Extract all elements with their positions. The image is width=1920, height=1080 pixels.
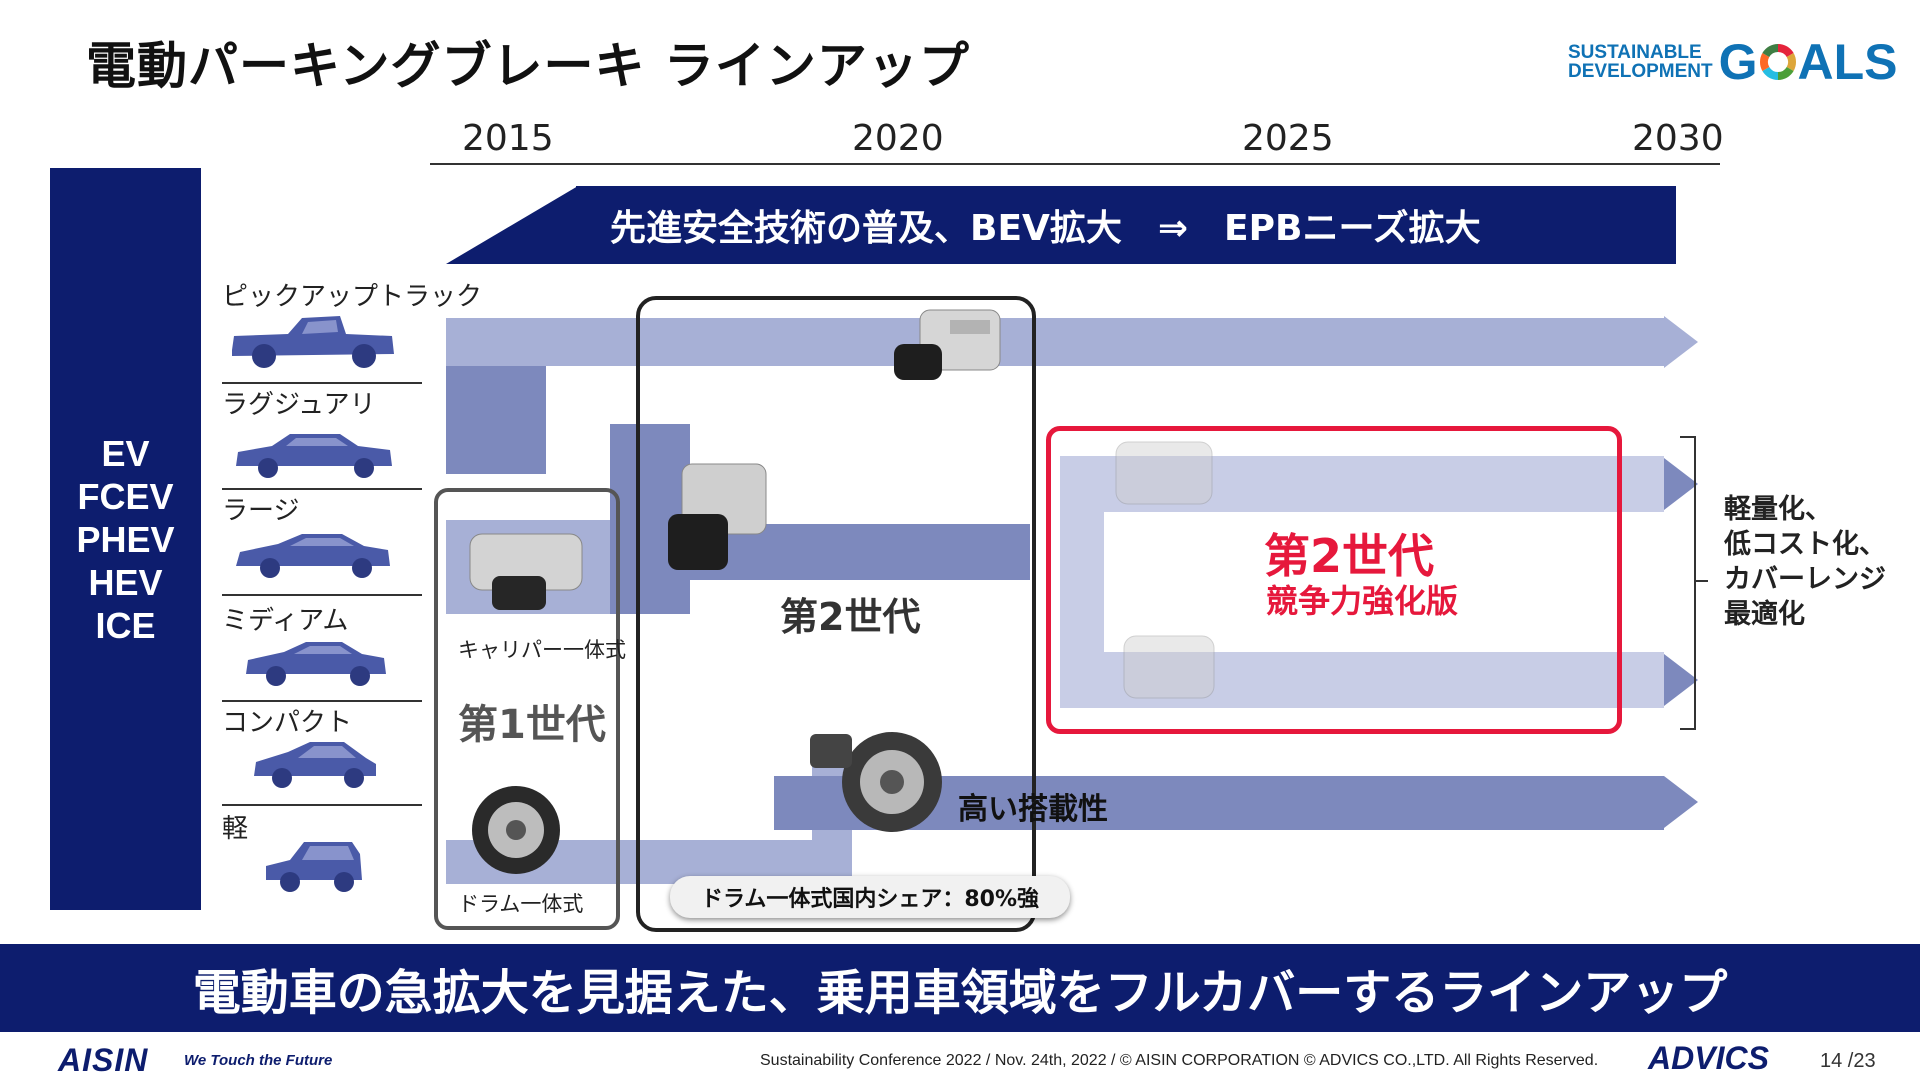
- benefit-bracket: [1680, 436, 1696, 730]
- benefit-bracket-tick: [1694, 580, 1708, 582]
- flow-arrow-upper: [1664, 458, 1698, 510]
- page-title: 電動パーキングブレーキ ラインアップ: [86, 37, 970, 95]
- benefit-item: カバーレンジ: [1724, 564, 1886, 595]
- year-2025: 2025: [1242, 118, 1334, 159]
- caliper-part-icon: [1115, 441, 1213, 505]
- pickup-truck-icon: [232, 316, 394, 368]
- sdg-logo: SUSTAINABLE DEVELOPMENT G ALS: [1568, 34, 1898, 90]
- flow-gen2b-connector: [1060, 512, 1104, 656]
- category-large: ラージ: [222, 496, 300, 526]
- luxury-car-icon: [236, 434, 392, 478]
- flow-gen2b-upper: [1060, 456, 1664, 512]
- flow-arrow-pickup: [1664, 316, 1698, 368]
- powertrain-ev: EV: [101, 432, 150, 474]
- year-2030: 2030: [1632, 118, 1724, 159]
- gen1-box: [434, 488, 620, 930]
- caliper-part-icon: [894, 309, 1001, 380]
- gen2b-label: 第2世代: [1264, 529, 1435, 583]
- gen2-label: 第2世代: [780, 595, 921, 639]
- gen1-label: 第1世代: [458, 702, 606, 748]
- flow-connector: [446, 366, 486, 474]
- gen2b-sub-label: 競争力強化版: [1266, 582, 1459, 620]
- drum-share-badge: ドラム一体式国内シェア：80%強: [670, 876, 1070, 918]
- category-pickup: ピックアップトラック: [222, 282, 483, 312]
- copyright-text: Sustainability Conference 2022 / Nov. 24…: [760, 1052, 1599, 1069]
- trend-banner: 先進安全技術の普及、BEV拡大 ⇒ EPBニーズ拡大: [576, 186, 1676, 264]
- kei-car-icon: [266, 842, 362, 892]
- flow-arrow-kei: [1664, 776, 1698, 828]
- year-2020: 2020: [852, 118, 944, 159]
- gen2b-box: [1046, 426, 1622, 734]
- category-divider: [222, 700, 422, 702]
- benefit-item: 最適化: [1724, 599, 1805, 630]
- aisin-tagline: We Touch the Future: [184, 1052, 333, 1069]
- powertrain-hev: HEV: [88, 561, 163, 603]
- timeline-axis: [430, 163, 1720, 165]
- medium-car-icon: [246, 642, 386, 686]
- sdg-wheel-icon: [1759, 43, 1796, 81]
- powertrain-fcev: FCEV: [77, 475, 174, 517]
- page-number: 14 /23: [1820, 1050, 1876, 1072]
- large-car-icon: [236, 534, 390, 578]
- aisin-logo: AISIN: [58, 1042, 149, 1078]
- powertrain-list: EV FCEV PHEV HEV ICE: [50, 168, 201, 910]
- powertrain-phev: PHEV: [76, 518, 175, 560]
- category-divider: [222, 804, 422, 806]
- caliper-part-icon: [469, 533, 583, 610]
- caliper-part-icon: [668, 463, 767, 570]
- category-divider: [222, 382, 422, 384]
- flow-gen2b-lower: [1060, 652, 1664, 708]
- sdg-line2: DEVELOPMENT: [1568, 61, 1713, 82]
- category-divider: [222, 594, 422, 596]
- category-compact: コンパクト: [222, 708, 353, 738]
- year-2015: 2015: [462, 118, 554, 159]
- advics-logo: ADVICS: [1648, 1040, 1769, 1076]
- powertrain-ice: ICE: [95, 604, 156, 646]
- flow-arrow-lower: [1664, 654, 1698, 706]
- gen1-caliper-label: キャリパー一体式: [458, 638, 626, 662]
- category-kei: 軽: [222, 814, 249, 844]
- drum-brake-icon: [472, 786, 560, 874]
- category-luxury: ラグジュアリ: [222, 390, 376, 420]
- caliper-part-icon: [1123, 635, 1215, 699]
- flow-pickup: [446, 318, 1664, 366]
- gen2-mount-label: 高い搭載性: [958, 792, 1108, 827]
- sdg-line1: SUSTAINABLE: [1568, 42, 1702, 63]
- summary-banner: 電動車の急拡大を見据えた、乗用車領域をフルカバーするラインアップ: [0, 944, 1920, 1032]
- benefit-list: 軽量化、 低コスト化、 カバーレンジ 最適化: [1724, 492, 1886, 632]
- sdg-goals-g: G: [1718, 34, 1758, 90]
- sdg-goals-rest: ALS: [1797, 34, 1898, 90]
- banner-ramp: [446, 186, 578, 264]
- category-divider: [222, 488, 422, 490]
- benefit-item: 軽量化、: [1724, 494, 1832, 525]
- benefit-item: 低コスト化、: [1724, 529, 1886, 560]
- gen2-box: [636, 296, 1036, 932]
- compact-car-icon: [254, 742, 376, 788]
- category-medium: ミディアム: [222, 606, 349, 636]
- drum-brake-icon: [810, 732, 942, 832]
- gen1-drum-label: ドラム一体式: [458, 892, 584, 916]
